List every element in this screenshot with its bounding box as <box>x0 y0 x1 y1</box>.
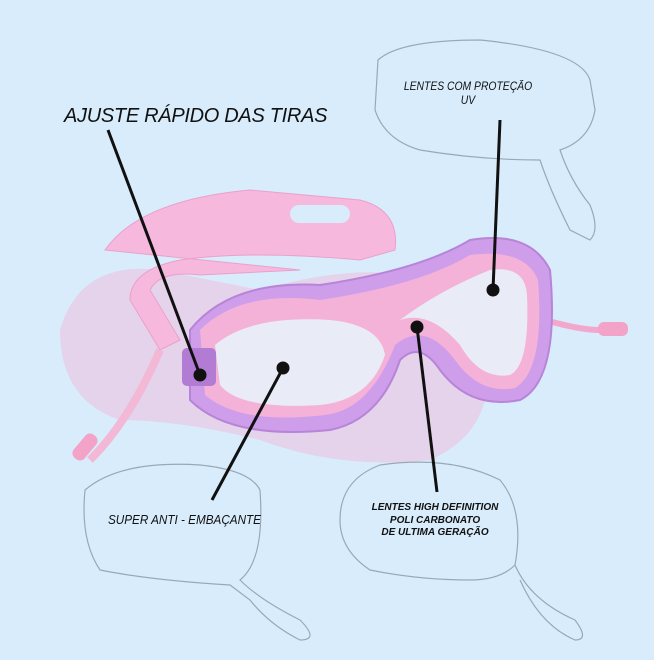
label-line: UV <box>460 95 476 108</box>
lens-left <box>215 319 385 406</box>
strap-buckle <box>182 348 216 386</box>
strap-tail <box>87 348 164 463</box>
label-line: DE ULTIMA GERAÇÃO <box>381 527 489 538</box>
pointer-dot-antifog <box>276 361 290 375</box>
pointer-line-hd <box>415 326 439 493</box>
strap-slot <box>290 205 350 223</box>
lens-outline-uv <box>374 39 596 241</box>
earplug-cord <box>544 317 601 333</box>
earplug <box>72 433 98 461</box>
label-anti-fog: SUPER ANTI - EMBAÇANTE <box>108 512 261 527</box>
label-line: POLI CARBONATO <box>389 514 481 526</box>
label-hd-lenses: LENTES HIGH DEFINITION POLI CARBONATO DE… <box>360 502 510 540</box>
pointer-dot-uv <box>486 283 500 297</box>
label-uv-lenses: LENTES COM PROTEÇÃO UV <box>396 80 540 109</box>
earplug <box>598 322 628 336</box>
label-line: LENTES HIGH DEFINITION <box>371 502 499 513</box>
lens-outline-antifog <box>83 463 311 641</box>
pointer-dot-hd <box>410 320 424 334</box>
pointer-dot-strap <box>193 368 207 382</box>
strap <box>104 189 397 351</box>
pointer-line-strap <box>106 129 202 376</box>
pointer-line-antifog <box>210 367 285 501</box>
lens-outline-hd <box>339 461 584 641</box>
label-line: LENTES COM PROTEÇÃO <box>403 81 533 93</box>
label-strap-adjust: AJUSTE RÁPIDO DAS TIRAS <box>64 105 328 127</box>
pointer-line-uv <box>491 119 502 291</box>
